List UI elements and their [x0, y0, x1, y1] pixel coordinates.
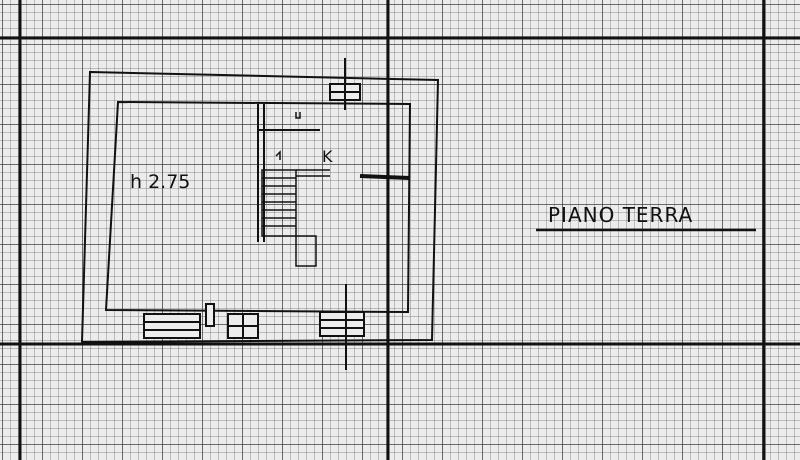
stair-partition [257, 104, 320, 242]
kitchen-label: K [322, 147, 333, 166]
staircase [261, 169, 330, 267]
exterior-walls [80, 70, 440, 344]
window-top [329, 58, 361, 110]
room-height-label: h 2.75 [130, 171, 190, 193]
door-mark [275, 112, 301, 160]
kitchen-counter [359, 174, 411, 180]
floor-title: PIANO TERRA [548, 203, 693, 227]
window-bottom-center [227, 313, 259, 339]
window-bottom-left [143, 303, 215, 339]
window-bottom-right [319, 284, 365, 370]
